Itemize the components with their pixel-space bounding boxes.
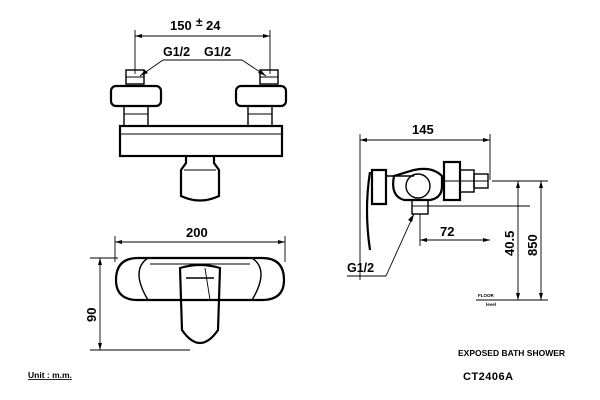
inlet-tolerance-symbol: ± xyxy=(196,15,203,29)
right-thread-label: G1/2 xyxy=(204,45,231,59)
total-height-label: 850 xyxy=(525,234,540,256)
product-name: EXPOSED BATH SHOWER xyxy=(458,348,565,358)
outlet-offset-label: 72 xyxy=(440,224,454,239)
depth-label: 90 xyxy=(84,308,99,322)
projection-label: 145 xyxy=(412,122,434,137)
side-view: 145 72 G1/2 40.5 xyxy=(347,122,548,307)
mixer-body xyxy=(118,124,284,158)
bottom-view: 200 90 xyxy=(84,225,286,351)
left-inlet-connector xyxy=(109,69,163,127)
inlet-spacing-label: 150 xyxy=(170,18,192,33)
right-inlet-connector xyxy=(234,69,288,127)
width-label: 200 xyxy=(186,225,208,240)
units-note: Unit : m.m. xyxy=(28,370,72,380)
floor-label: FLOOR xyxy=(478,293,494,298)
inlet-tolerance-label: 24 xyxy=(206,18,221,33)
outlet-nozzle xyxy=(179,156,221,202)
side-thread-label: G1/2 xyxy=(347,261,374,275)
lever-handle xyxy=(178,263,222,345)
left-thread-label: G1/2 xyxy=(163,45,190,59)
front-view: 150 ± 24 G1/2 G1/2 xyxy=(109,15,288,202)
model-code: CT2406A xyxy=(463,371,514,383)
outlet-height-label: 40.5 xyxy=(502,231,517,256)
floor-sub-label: level xyxy=(486,302,496,307)
